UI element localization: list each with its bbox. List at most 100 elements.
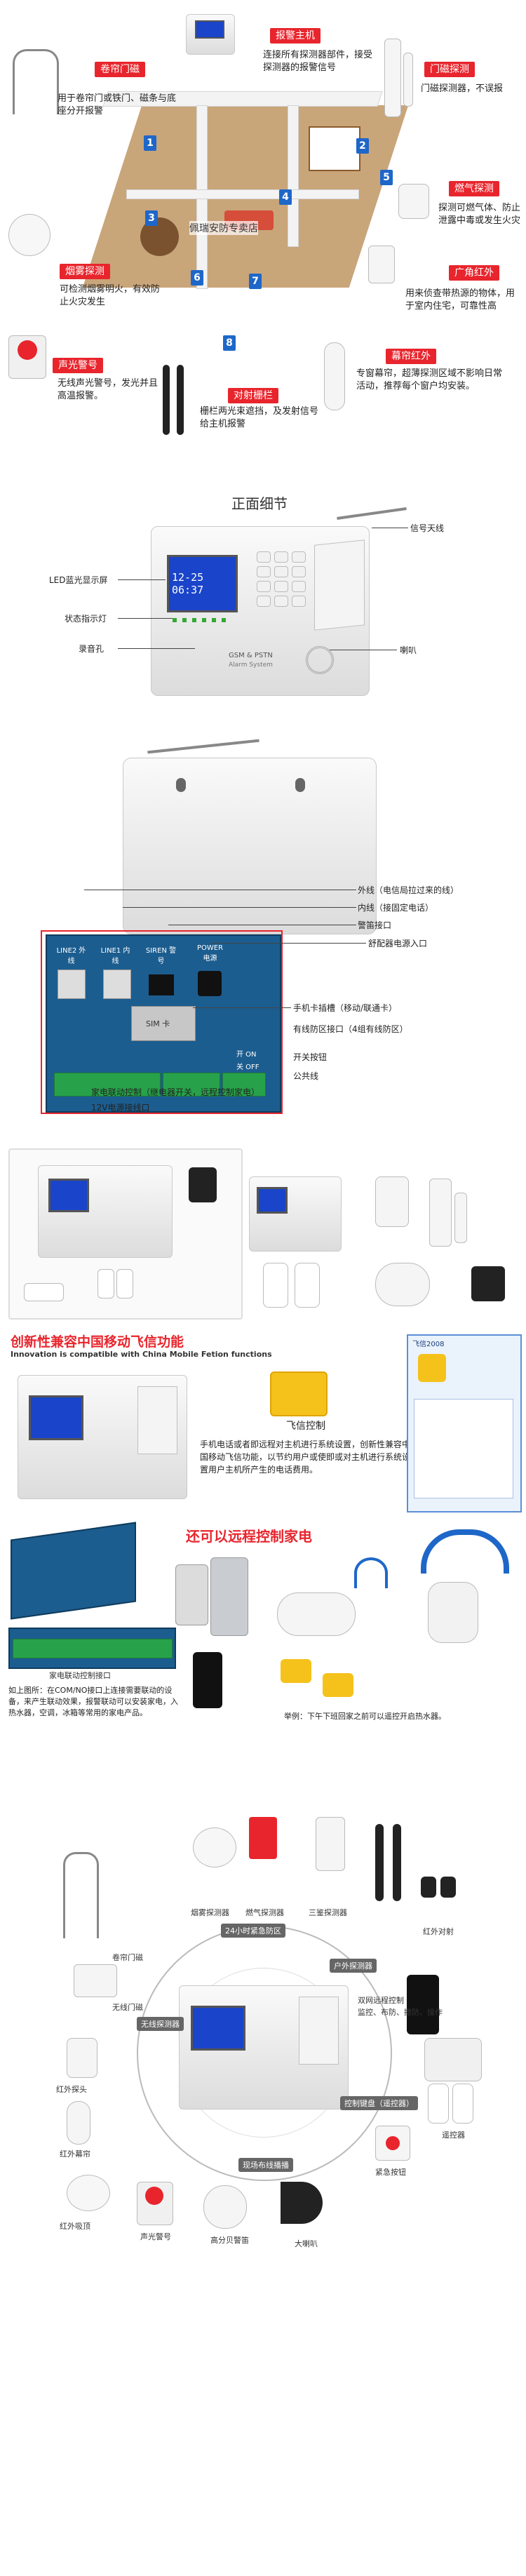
- desc-beam: 栅栏两光束遮挡，及发射信号给主机报警: [200, 406, 319, 429]
- remote-icon: [97, 1269, 114, 1299]
- leader-line: [193, 1007, 291, 1008]
- keypad-cover: [137, 1386, 177, 1454]
- pir-sensor-icon: [375, 1176, 409, 1227]
- key[interactable]: [274, 566, 288, 577]
- phone-icon: [193, 1652, 222, 1708]
- terminal-block[interactable]: [222, 1073, 266, 1096]
- terminal-block[interactable]: [54, 1073, 161, 1096]
- key[interactable]: [274, 551, 288, 563]
- door-magnet-icon: [403, 53, 413, 107]
- key[interactable]: [257, 551, 271, 563]
- lcd-icon: [195, 20, 224, 39]
- key[interactable]: [292, 581, 306, 592]
- phone-icon: [407, 1975, 439, 2034]
- remote-icon: [263, 1263, 288, 1308]
- wall: [126, 189, 359, 199]
- section-house-overview: 佩瑞安防专卖店 1 2 3 4 5 6 7 8 卷帘门磁 用于卷帘门或铁门、磁条…: [0, 0, 526, 449]
- section-package: [0, 1133, 526, 1320]
- rj11-port[interactable]: [58, 970, 86, 999]
- tag-door-sensor: 门磁探测: [424, 62, 475, 77]
- label-curtain: 红外幕帘: [60, 2149, 90, 2159]
- callout-wired: 有线防区接口（4组有线防区）: [293, 1024, 408, 1034]
- section-front-detail: 正面细节 12-25 06:37 GSM & PSTN Alarm System…: [0, 484, 526, 723]
- callout-sim: 手机卡插槽（移动/联通卡）: [293, 1003, 398, 1013]
- desc-curtain-pir: 专窗幕帘，超薄探测区域不影响日常活动，推荐每个窗户均安装。: [356, 368, 503, 391]
- callout-relay: 家电联动控制（继电器开关，远程控制家电）: [91, 1087, 260, 1097]
- sim-slot[interactable]: SIM 卡: [131, 1006, 196, 1041]
- alarm-host-icon: [38, 1165, 173, 1258]
- key[interactable]: [274, 596, 288, 607]
- speaker-grille-icon: [306, 646, 334, 674]
- marker-5: 5: [380, 170, 393, 185]
- envelope-icon: [281, 1659, 311, 1683]
- siren-port[interactable]: [149, 974, 174, 995]
- board-highlight-frame: [41, 1113, 283, 1114]
- ring-label: 24小时紧急防区: [221, 1924, 285, 1938]
- gas-detector-icon: [398, 184, 429, 219]
- curtain-pir-icon: [67, 2101, 90, 2145]
- label-roller-door: 卷帘门磁: [112, 1953, 143, 1962]
- keypad-cover[interactable]: [314, 539, 365, 631]
- callout-siren: 警笛接口: [358, 920, 392, 930]
- fetion-title: 创新性兼容中国移动飞信功能: [11, 1334, 184, 1350]
- leader-line: [118, 648, 195, 649]
- remote-icon: [295, 1263, 320, 1308]
- keypad-cover: [299, 1997, 339, 2065]
- key[interactable]: [257, 596, 271, 607]
- beam-sensor-icon: [177, 365, 184, 435]
- key[interactable]: [292, 551, 306, 563]
- power-port[interactable]: [198, 971, 222, 996]
- key[interactable]: [257, 581, 271, 592]
- curtain-pir-icon: [324, 342, 345, 410]
- tag-smoke-detector: 烟雾探测: [60, 264, 110, 279]
- key[interactable]: [274, 581, 288, 592]
- board-highlight-frame: [41, 930, 42, 1114]
- brand-line1: GSM & PSTN: [229, 652, 273, 659]
- beam-sensor-icon: [393, 1824, 401, 1901]
- key[interactable]: [292, 596, 306, 607]
- beam-sensor-icon: [440, 1877, 456, 1898]
- bed: [309, 126, 360, 171]
- ceiling-pir-icon: [67, 2175, 110, 2211]
- switch-on-label: 开 ON: [236, 1051, 257, 1059]
- kettle-icon: [428, 1582, 478, 1643]
- remote-icon: [116, 1269, 133, 1299]
- ring-label: 无线探测器: [137, 2017, 184, 2031]
- switch-off-label: 关 OFF: [236, 1064, 259, 1071]
- key[interactable]: [292, 566, 306, 577]
- fetion-avatar-icon: [418, 1354, 446, 1382]
- gas-detector-icon: [249, 1817, 277, 1859]
- alarm-host-icon: [186, 14, 235, 55]
- envelope-icon: [323, 1673, 353, 1697]
- horn-icon: [281, 2182, 323, 2224]
- marker-3: 3: [145, 210, 158, 226]
- beam-sensor-icon: [421, 1877, 436, 1898]
- store-label: 佩瑞安防专卖店: [189, 221, 258, 235]
- key[interactable]: [257, 566, 271, 577]
- callout-antenna: 信号天线: [410, 523, 445, 533]
- alarm-host-back: [123, 758, 377, 934]
- terminal-block[interactable]: [163, 1073, 220, 1096]
- marker-6: 6: [191, 270, 203, 286]
- wifi-icon: [421, 1529, 509, 1574]
- label-emergency: 紧急按钮: [375, 2168, 406, 2177]
- leader-line: [118, 618, 173, 619]
- alarm-host-icon: [18, 1375, 187, 1499]
- alarm-host-center: [179, 1985, 349, 2109]
- siren-icon: [8, 335, 46, 379]
- lcd-icon: [48, 1179, 89, 1212]
- tag-alarm-host: 报警主机: [270, 28, 321, 43]
- lcd-icon: [29, 1395, 83, 1440]
- adapter-icon: [189, 1167, 217, 1202]
- fetion-label: 飞信控制: [286, 1421, 325, 1432]
- lcd-icon: [257, 1187, 288, 1214]
- rj11-port[interactable]: [103, 970, 131, 999]
- roller-door-sensor-icon: [63, 1852, 99, 1938]
- door-sensor-icon: [429, 1179, 452, 1247]
- desc-pir-sensor: 用来侦查带热源的物体，用于室内住宅，可靠性高: [405, 288, 515, 311]
- fridge-icon: [175, 1564, 208, 1625]
- alarm-host-front: 12-25 06:37 GSM & PSTN Alarm System: [151, 526, 370, 696]
- tag-siren: 声光警号: [53, 358, 103, 373]
- label-high-db: 高分贝警笛: [210, 2236, 249, 2245]
- marker-1: 1: [144, 135, 156, 151]
